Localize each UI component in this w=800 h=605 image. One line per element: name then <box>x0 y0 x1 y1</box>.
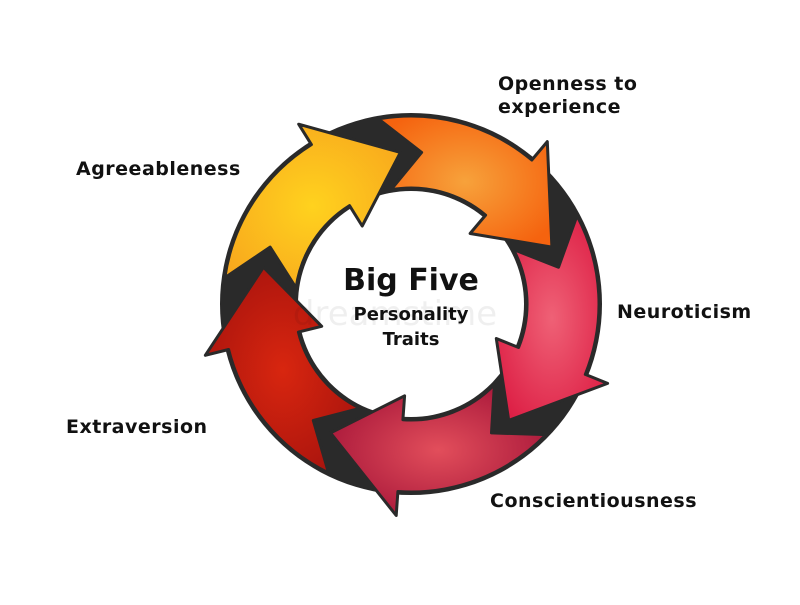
openness-label-line1: Openness to <box>498 73 637 95</box>
openness-arrow <box>376 114 554 249</box>
agreeableness-arrow <box>223 122 402 290</box>
openness-label-line2: experience <box>498 96 621 118</box>
agreeableness-label: Agreeableness <box>76 158 241 180</box>
center-subtitle-line1: Personality <box>354 304 469 325</box>
neuroticism-label: Neuroticism <box>617 301 752 323</box>
ring-inner-hole <box>298 191 524 417</box>
watermark-text: dreamstime <box>293 294 497 334</box>
neuroticism-arrow <box>494 214 610 422</box>
center-title: Big Five <box>343 263 479 298</box>
conscientiousness-label: Conscientiousness <box>490 490 697 512</box>
conscientiousness-arrow <box>329 383 548 517</box>
extraversion-label: Extraversion <box>66 416 208 438</box>
center-subtitle-line2: Traits <box>383 329 440 350</box>
extraversion-arrow <box>203 265 362 475</box>
